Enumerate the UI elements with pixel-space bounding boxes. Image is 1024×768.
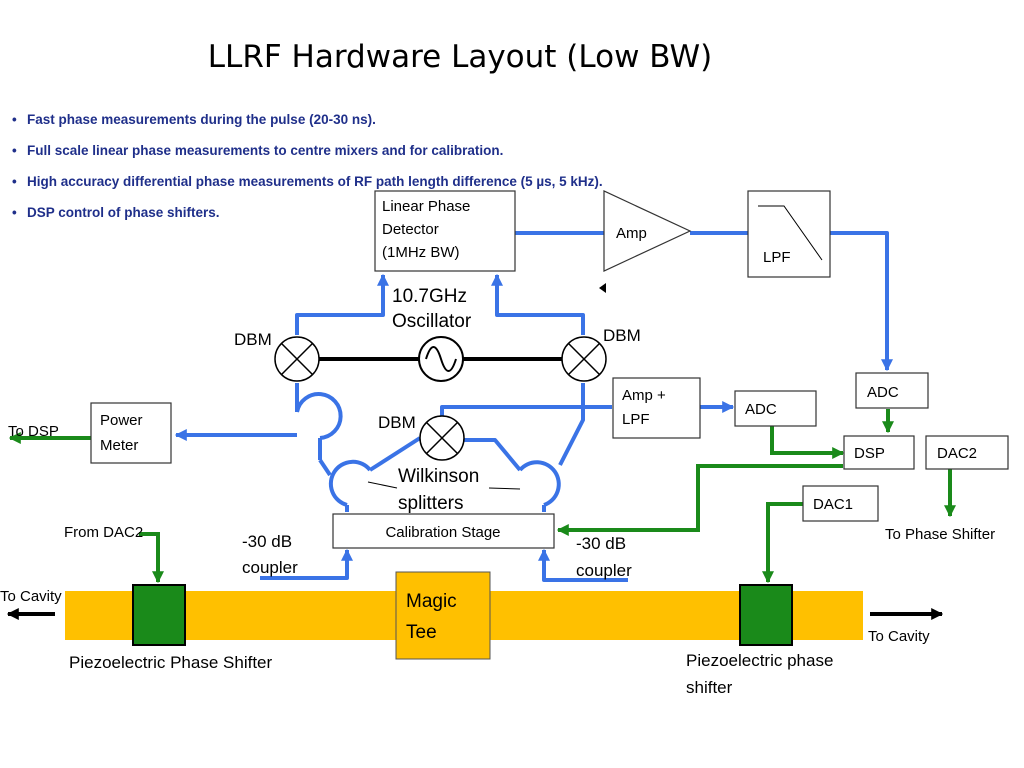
oscillator-icon (418, 336, 464, 382)
dac2-label: DAC2 (937, 445, 977, 462)
dac1-block (802, 485, 879, 522)
coupler-right-label: -30 dB (576, 534, 626, 553)
magic-tee-block (395, 571, 491, 660)
bullet-item: Fast phase measurements during the pulse… (27, 112, 376, 127)
to-phase-shifter-label: To Phase Shifter (885, 526, 995, 543)
to-cavity-right-label: To Cavity (868, 628, 930, 645)
piezo-phase-shifter-left (132, 584, 186, 646)
coupler-left-label: coupler (242, 558, 298, 577)
lpf-block (747, 190, 831, 278)
coupler-right-label: coupler (576, 561, 632, 580)
bullet-marker: • (12, 174, 17, 189)
dsp-label: DSP (854, 445, 885, 462)
marker-triangle (599, 283, 606, 293)
bullet-marker: • (12, 112, 17, 127)
adc-mid-label: ADC (745, 401, 777, 418)
amplifier-icon (603, 190, 692, 272)
coupler-left-label: -30 dB (242, 532, 292, 551)
amp-lpf-label: Amp + (622, 387, 666, 404)
lowpass-response-icon (758, 205, 823, 261)
page-title: LLRF Hardware Layout (Low BW) (208, 39, 712, 75)
piezo-right-label: shifter (686, 678, 733, 697)
amp-lpf-block (612, 377, 701, 439)
bullet-marker: • (12, 205, 17, 220)
amp-lpf-label: LPF (622, 411, 650, 428)
piezo-left-label: Piezoelectric Phase Shifter (69, 653, 272, 672)
linear-phase-detector-label: (1MHz BW) (382, 244, 460, 261)
wilkinson-pointer (367, 481, 398, 489)
from-dac2-label: From DAC2 (64, 524, 143, 541)
wilkinson-label: splitters (398, 493, 463, 514)
dac1-label: DAC1 (813, 496, 853, 513)
piezo-right-label: Piezoelectric phase (686, 651, 833, 670)
power-meter-block (90, 402, 172, 464)
amp-label: Amp (616, 225, 647, 242)
adc-right-label: ADC (867, 384, 899, 401)
bullet-list: • Fast phase measurements during the pul… (12, 112, 603, 220)
adc-mid-block (734, 390, 817, 427)
power-meter-label: Meter (100, 437, 138, 454)
bullet-item: DSP control of phase shifters. (27, 205, 220, 220)
mixer-icon (561, 336, 607, 382)
linear-phase-detector-label: Detector (382, 221, 439, 238)
wilkinson-pointer (488, 487, 521, 490)
oscillator-label: 10.7GHz (392, 286, 467, 307)
rf-signal-paths (174, 231, 893, 582)
dac2-block (925, 435, 1009, 470)
dbm-center-label: DBM (378, 413, 416, 432)
calibration-stage-block (332, 513, 555, 549)
control-signal-paths (8, 409, 956, 584)
piezo-phase-shifter-right (739, 584, 793, 646)
linear-phase-detector-label: Linear Phase (382, 198, 470, 215)
bullet-marker: • (12, 143, 17, 158)
to-cavity-left-label: To Cavity (0, 588, 62, 605)
linear-phase-detector-block (374, 190, 516, 272)
adc-right-block (855, 372, 929, 409)
magic-tee-label: Magic (406, 591, 457, 612)
dsp-block (843, 435, 915, 470)
power-meter-label: Power (100, 412, 143, 429)
dbm-left-label: DBM (234, 330, 272, 349)
mixer-icon (274, 336, 320, 382)
bullet-item: High accuracy differential phase measure… (27, 174, 603, 189)
dbm-right-label: DBM (603, 326, 641, 345)
magic-tee-label: Tee (406, 622, 437, 643)
lpf-label: LPF (763, 249, 791, 266)
wilkinson-label: Wilkinson (398, 466, 479, 487)
bullet-item: Full scale linear phase measurements to … (27, 143, 503, 158)
calibration-stage-label: Calibration Stage (385, 524, 500, 541)
to-dsp-label: To DSP (8, 423, 59, 440)
mixer-icon (419, 415, 465, 461)
oscillator-label: Oscillator (392, 311, 472, 332)
